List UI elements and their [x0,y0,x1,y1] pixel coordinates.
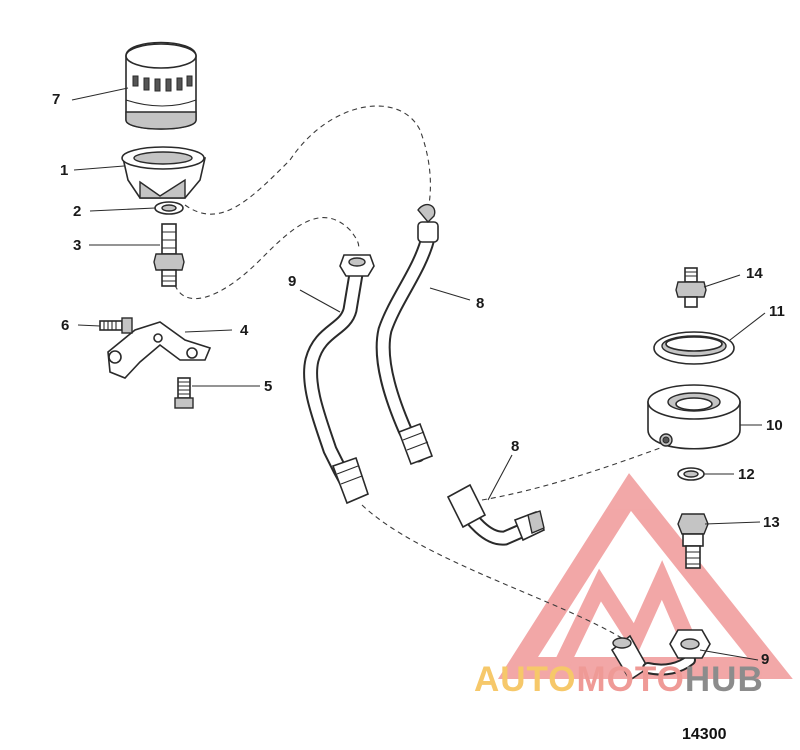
mounting-bracket [107,321,212,379]
callout-8-lower: 8 [511,438,520,455]
watermark-moto: MOTO [576,660,685,699]
hose-routing-paths [174,105,661,641]
gasket-ring [653,331,735,365]
washer [154,201,184,215]
watermark-auto: AUTO [474,660,577,699]
oil-hose-8-upper [375,203,439,466]
hollow-bolt [677,513,709,569]
callout-14: 14 [746,265,763,282]
filter-adapter [121,146,207,199]
callout-1: 1 [60,162,69,179]
figure-number: 14300 [682,726,727,743]
nipple-fitting [153,223,185,287]
callout-13: 13 [763,514,780,531]
callout-6: 6 [61,317,70,334]
oil-cooler-adapter [647,384,741,450]
callout-7: 7 [52,91,61,108]
oil-hose-9 [303,254,375,505]
oil-filter [125,41,197,130]
watermark-text: AUTOMOTOHUB [474,662,764,697]
leader-lines [71,87,766,661]
watermark-logo-icon [497,473,793,679]
oil-hose-8-lower [446,483,546,546]
washer-12 [677,467,705,481]
callout-9-lower: 9 [761,651,770,668]
bolt-6 [99,317,133,334]
callout-2: 2 [73,203,82,220]
callout-4: 4 [240,322,249,339]
watermark-hub: HUB [684,660,764,699]
callout-9-upper: 9 [288,273,297,290]
callout-11: 11 [769,303,785,320]
callout-10: 10 [766,417,783,434]
callout-3: 3 [73,237,82,254]
callout-8-upper: 8 [476,295,485,312]
fitting-14 [675,267,707,308]
bolt-5 [174,377,194,409]
callout-12: 12 [738,466,755,483]
hose-end-fitting-9 [610,629,711,682]
callout-5: 5 [264,378,273,395]
